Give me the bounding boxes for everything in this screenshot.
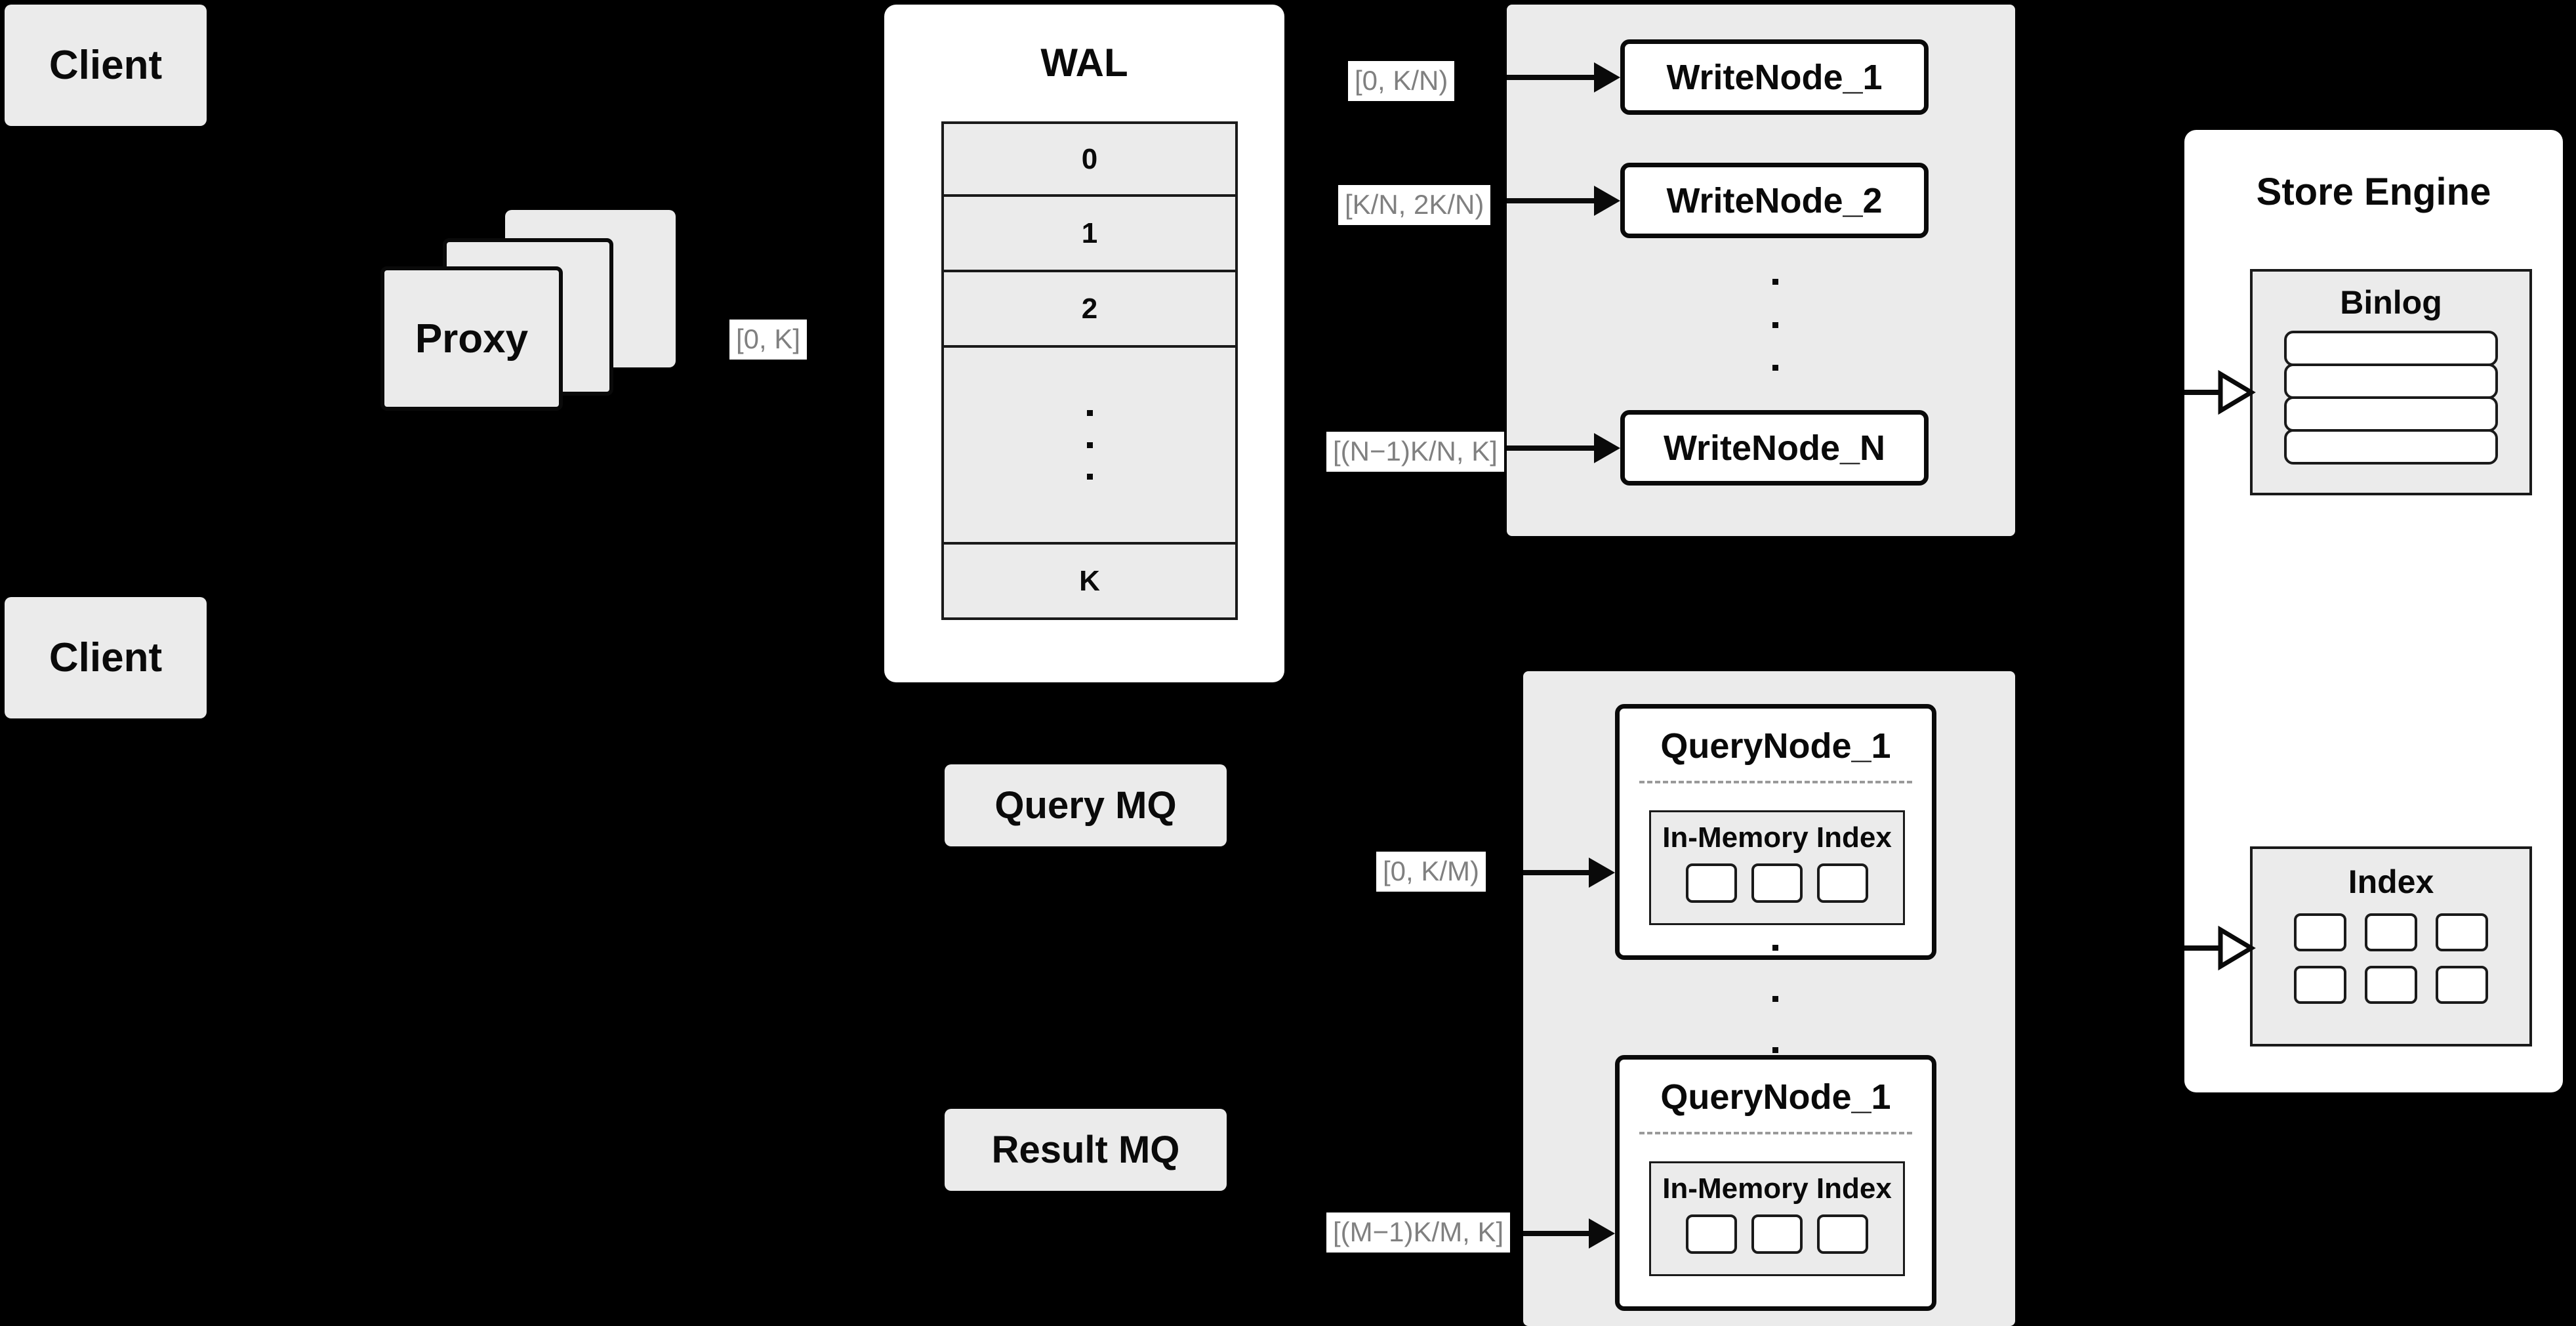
store-index-cell-3[interactable] — [2436, 913, 2488, 951]
write-node-1-range-label: [0, K/N) — [1348, 61, 1455, 101]
query-node-1-in-memory-index-label: In-Memory Index — [1662, 821, 1892, 854]
store-index-cell-5[interactable] — [2365, 966, 2417, 1004]
proxy-range-label: [0, K] — [729, 320, 808, 360]
client-label-2: Client — [49, 635, 163, 680]
binlog-title: Binlog — [2340, 284, 2442, 321]
query-node-1-range-label: [0, K/M) — [1376, 852, 1486, 892]
query-node-m-index-cell-1[interactable] — [1686, 1214, 1737, 1254]
store-index-title: Index — [2348, 863, 2434, 900]
query-node-1[interactable]: QueryNode_1 In-Memory Index — [1615, 704, 1936, 960]
proxy-card-front[interactable]: Proxy — [380, 266, 563, 411]
wal-title: WAL — [1040, 40, 1128, 85]
query-node-m-index-cell-2[interactable] — [1751, 1214, 1803, 1254]
client-box-1[interactable]: Client — [5, 5, 207, 126]
arrow-head-writenode-n — [1594, 433, 1620, 463]
proxy-stack[interactable]: Proxy — [380, 210, 676, 426]
query-node-1-index-cell-1[interactable] — [1686, 863, 1737, 903]
arrow-head-binlog — [2218, 369, 2256, 415]
result-mq-label: Result MQ — [991, 1129, 1180, 1171]
query-node-m-in-memory-index[interactable]: In-Memory Index — [1649, 1161, 1905, 1276]
client-box-2[interactable]: Client — [5, 597, 207, 718]
write-ellipsis-dot-1 — [1772, 279, 1778, 285]
binlog-box[interactable]: Binlog — [2250, 269, 2532, 495]
write-node-2-range-label: [K/N, 2K/N) — [1338, 185, 1491, 225]
query-node-m[interactable]: QueryNode_1 In-Memory Index — [1615, 1055, 1936, 1311]
query-ellipsis-dot-3 — [1772, 1047, 1778, 1053]
wal-row-k-label: K — [1079, 564, 1100, 597]
write-node-n-label: WriteNode_N — [1663, 428, 1886, 468]
store-engine-title: Store Engine — [2256, 171, 2491, 213]
wal-row-1[interactable]: 1 — [941, 197, 1238, 272]
wal-row-2[interactable]: 2 — [941, 272, 1238, 348]
store-index-cell-2[interactable] — [2365, 913, 2417, 951]
arrow-head-querynode-1 — [1589, 858, 1615, 888]
wal-row-k[interactable]: K — [941, 545, 1238, 620]
wal-row-2-label: 2 — [1081, 292, 1098, 325]
wal-ellipsis-dot-3 — [1086, 474, 1093, 480]
query-node-1-index-cell-2[interactable] — [1751, 863, 1803, 903]
query-node-1-separator — [1639, 781, 1912, 783]
write-node-1[interactable]: WriteNode_1 — [1620, 39, 1929, 115]
write-node-2-label: WriteNode_2 — [1666, 180, 1883, 220]
proxy-label: Proxy — [415, 316, 529, 362]
result-mq-box[interactable]: Result MQ — [945, 1109, 1227, 1191]
write-node-ellipsis — [1771, 279, 1779, 371]
write-node-2[interactable]: WriteNode_2 — [1620, 163, 1929, 238]
query-node-1-index-cell-3[interactable] — [1817, 863, 1868, 903]
wal-row-0[interactable]: 0 — [941, 121, 1238, 197]
write-ellipsis-dot-3 — [1772, 365, 1778, 371]
arrow-head-writenode-2 — [1594, 186, 1620, 216]
store-index-cell-4[interactable] — [2294, 966, 2346, 1004]
client-label-1: Client — [49, 43, 163, 88]
arrow-head-index — [2218, 925, 2256, 971]
store-index-cell-1[interactable] — [2294, 913, 2346, 951]
write-ellipsis-dot-2 — [1772, 321, 1778, 328]
query-node-1-label: QueryNode_1 — [1660, 726, 1891, 766]
binlog-row-4[interactable] — [2284, 429, 2498, 465]
query-mq-label: Query MQ — [994, 784, 1177, 827]
write-node-n[interactable]: WriteNode_N — [1620, 410, 1929, 486]
arrow-head-writenode-1 — [1594, 62, 1620, 93]
wal-ellipsis-dot-2 — [1086, 442, 1093, 448]
query-ellipsis-dot-1 — [1772, 945, 1778, 951]
store-index-box[interactable]: Index — [2250, 846, 2532, 1046]
query-node-m-separator — [1639, 1132, 1912, 1134]
wal-row-1-label: 1 — [1081, 217, 1098, 249]
wal-ellipsis-dot-1 — [1086, 410, 1093, 416]
wal-row-ellipsis — [941, 348, 1238, 545]
write-node-n-range-label: [(N−1)K/N, K] — [1326, 432, 1504, 472]
store-index-cell-6[interactable] — [2436, 966, 2488, 1004]
wal-row-0-label: 0 — [1081, 142, 1098, 175]
query-node-1-in-memory-index[interactable]: In-Memory Index — [1649, 810, 1905, 925]
query-node-m-in-memory-index-label: In-Memory Index — [1662, 1172, 1892, 1205]
query-node-ellipsis — [1771, 945, 1779, 1053]
query-node-m-range-label: [(M−1)K/M, K] — [1326, 1212, 1511, 1253]
query-node-m-label: QueryNode_1 — [1660, 1077, 1891, 1117]
query-ellipsis-dot-2 — [1772, 996, 1778, 1002]
write-node-1-label: WriteNode_1 — [1666, 57, 1883, 97]
query-mq-box[interactable]: Query MQ — [945, 764, 1227, 846]
arrow-head-querynode-m — [1589, 1218, 1615, 1249]
query-node-m-index-cell-3[interactable] — [1817, 1214, 1868, 1254]
